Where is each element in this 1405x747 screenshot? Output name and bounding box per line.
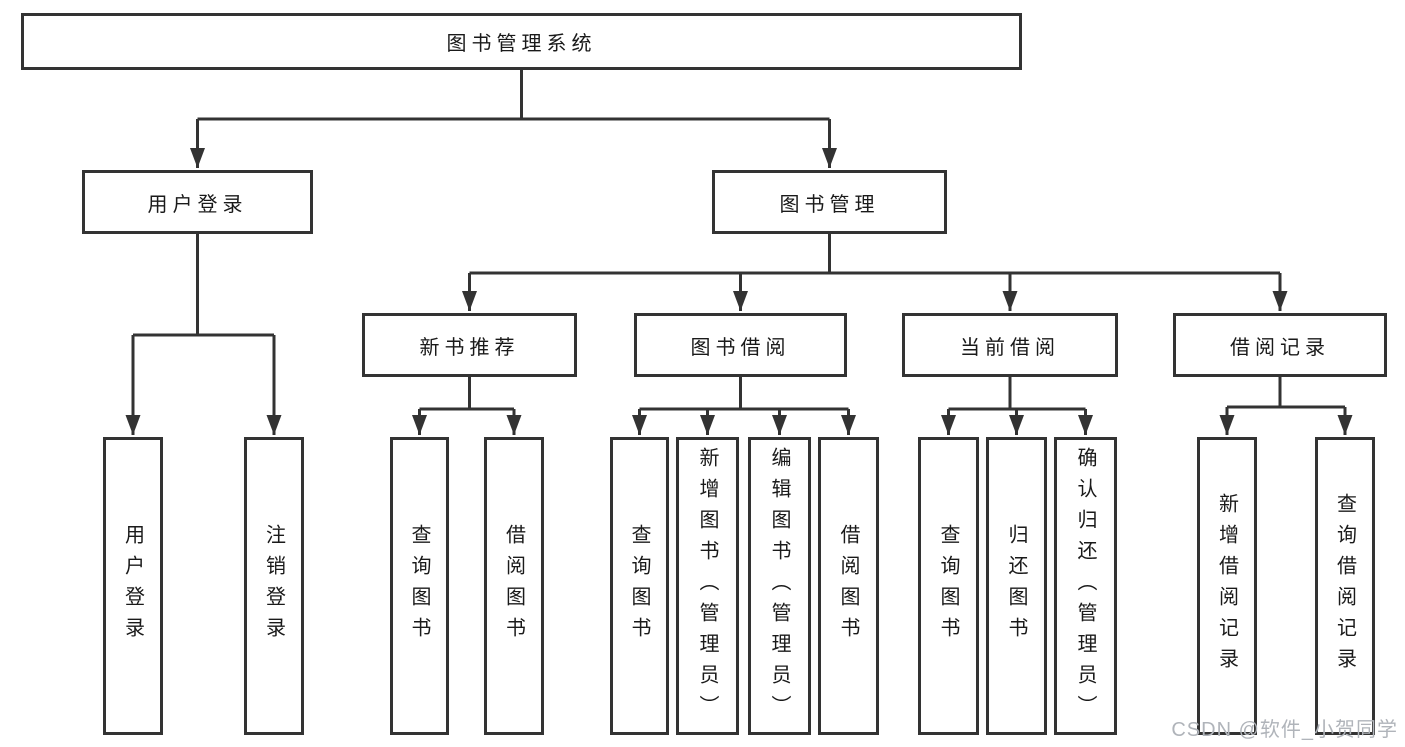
csdn-watermark: CSDN @软件_小贺同学 [1171,719,1398,741]
node-label: 借阅图书 [502,524,525,648]
leaf-user-login: 用户登录 [103,437,163,735]
node-label: 图书管理系统 [446,33,597,55]
node-label: 借阅记录 [1230,336,1330,359]
connector-book-mgmt [462,234,1288,311]
node-borrow-record: 借阅记录 [1173,313,1387,377]
leaf-return-book: 归还图书 [986,437,1047,735]
node-label: 新书推荐 [419,336,520,359]
connector-user-login [125,234,282,435]
leaf-logout: 注销登录 [244,437,304,735]
leaf-confirm-return-admin: 确认归还（管理员） [1054,437,1117,735]
leaf-borrow-book-2: 借阅图书 [818,437,879,735]
node-label: 用户登录 [147,193,248,216]
leaf-query-book-3: 查询图书 [918,437,979,735]
connector-book-borrow [632,377,856,435]
node-book-management: 图书管理 [712,170,947,234]
connector-current-borrow [941,377,1093,435]
node-label: 查询图书 [937,524,959,648]
node-label: 查询图书 [408,524,430,648]
leaf-query-book-1: 查询图书 [390,437,449,735]
node-label: 查询借阅记录 [1333,493,1356,679]
node-label: 归还图书 [1005,524,1027,648]
node-label: 注销登录 [262,524,285,648]
node-label: 新增借阅记录 [1215,493,1238,679]
leaf-borrow-book-1: 借阅图书 [484,437,544,735]
leaf-query-book-2: 查询图书 [610,437,669,735]
leaf-query-borrow-record: 查询借阅记录 [1315,437,1375,735]
node-label: 当前借阅 [960,336,1060,359]
node-label: 查询图书 [628,524,650,648]
leaf-add-book-admin: 新增图书（管理员） [676,437,739,735]
node-label: 图书管理 [779,193,880,216]
node-library-system: 图书管理系统 [21,13,1022,70]
connector-new-book [412,377,522,435]
node-new-book-recommend: 新书推荐 [362,313,577,377]
node-book-borrow: 图书借阅 [634,313,847,377]
node-label: 图书借阅 [690,336,791,359]
node-current-borrow: 当前借阅 [902,313,1118,377]
connector-borrow-record [1219,377,1353,435]
leaf-add-borrow-record: 新增借阅记录 [1197,437,1257,735]
node-label: 用户登录 [121,524,144,648]
connector-root [190,70,837,168]
node-label: 确认归还（管理员） [1074,446,1096,726]
node-user-login: 用户登录 [82,170,313,234]
leaf-edit-book-admin: 编辑图书（管理员） [748,437,811,735]
node-label: 借阅图书 [837,524,859,648]
node-label: 新增图书（管理员） [696,446,718,726]
node-label: 编辑图书（管理员） [768,446,790,726]
